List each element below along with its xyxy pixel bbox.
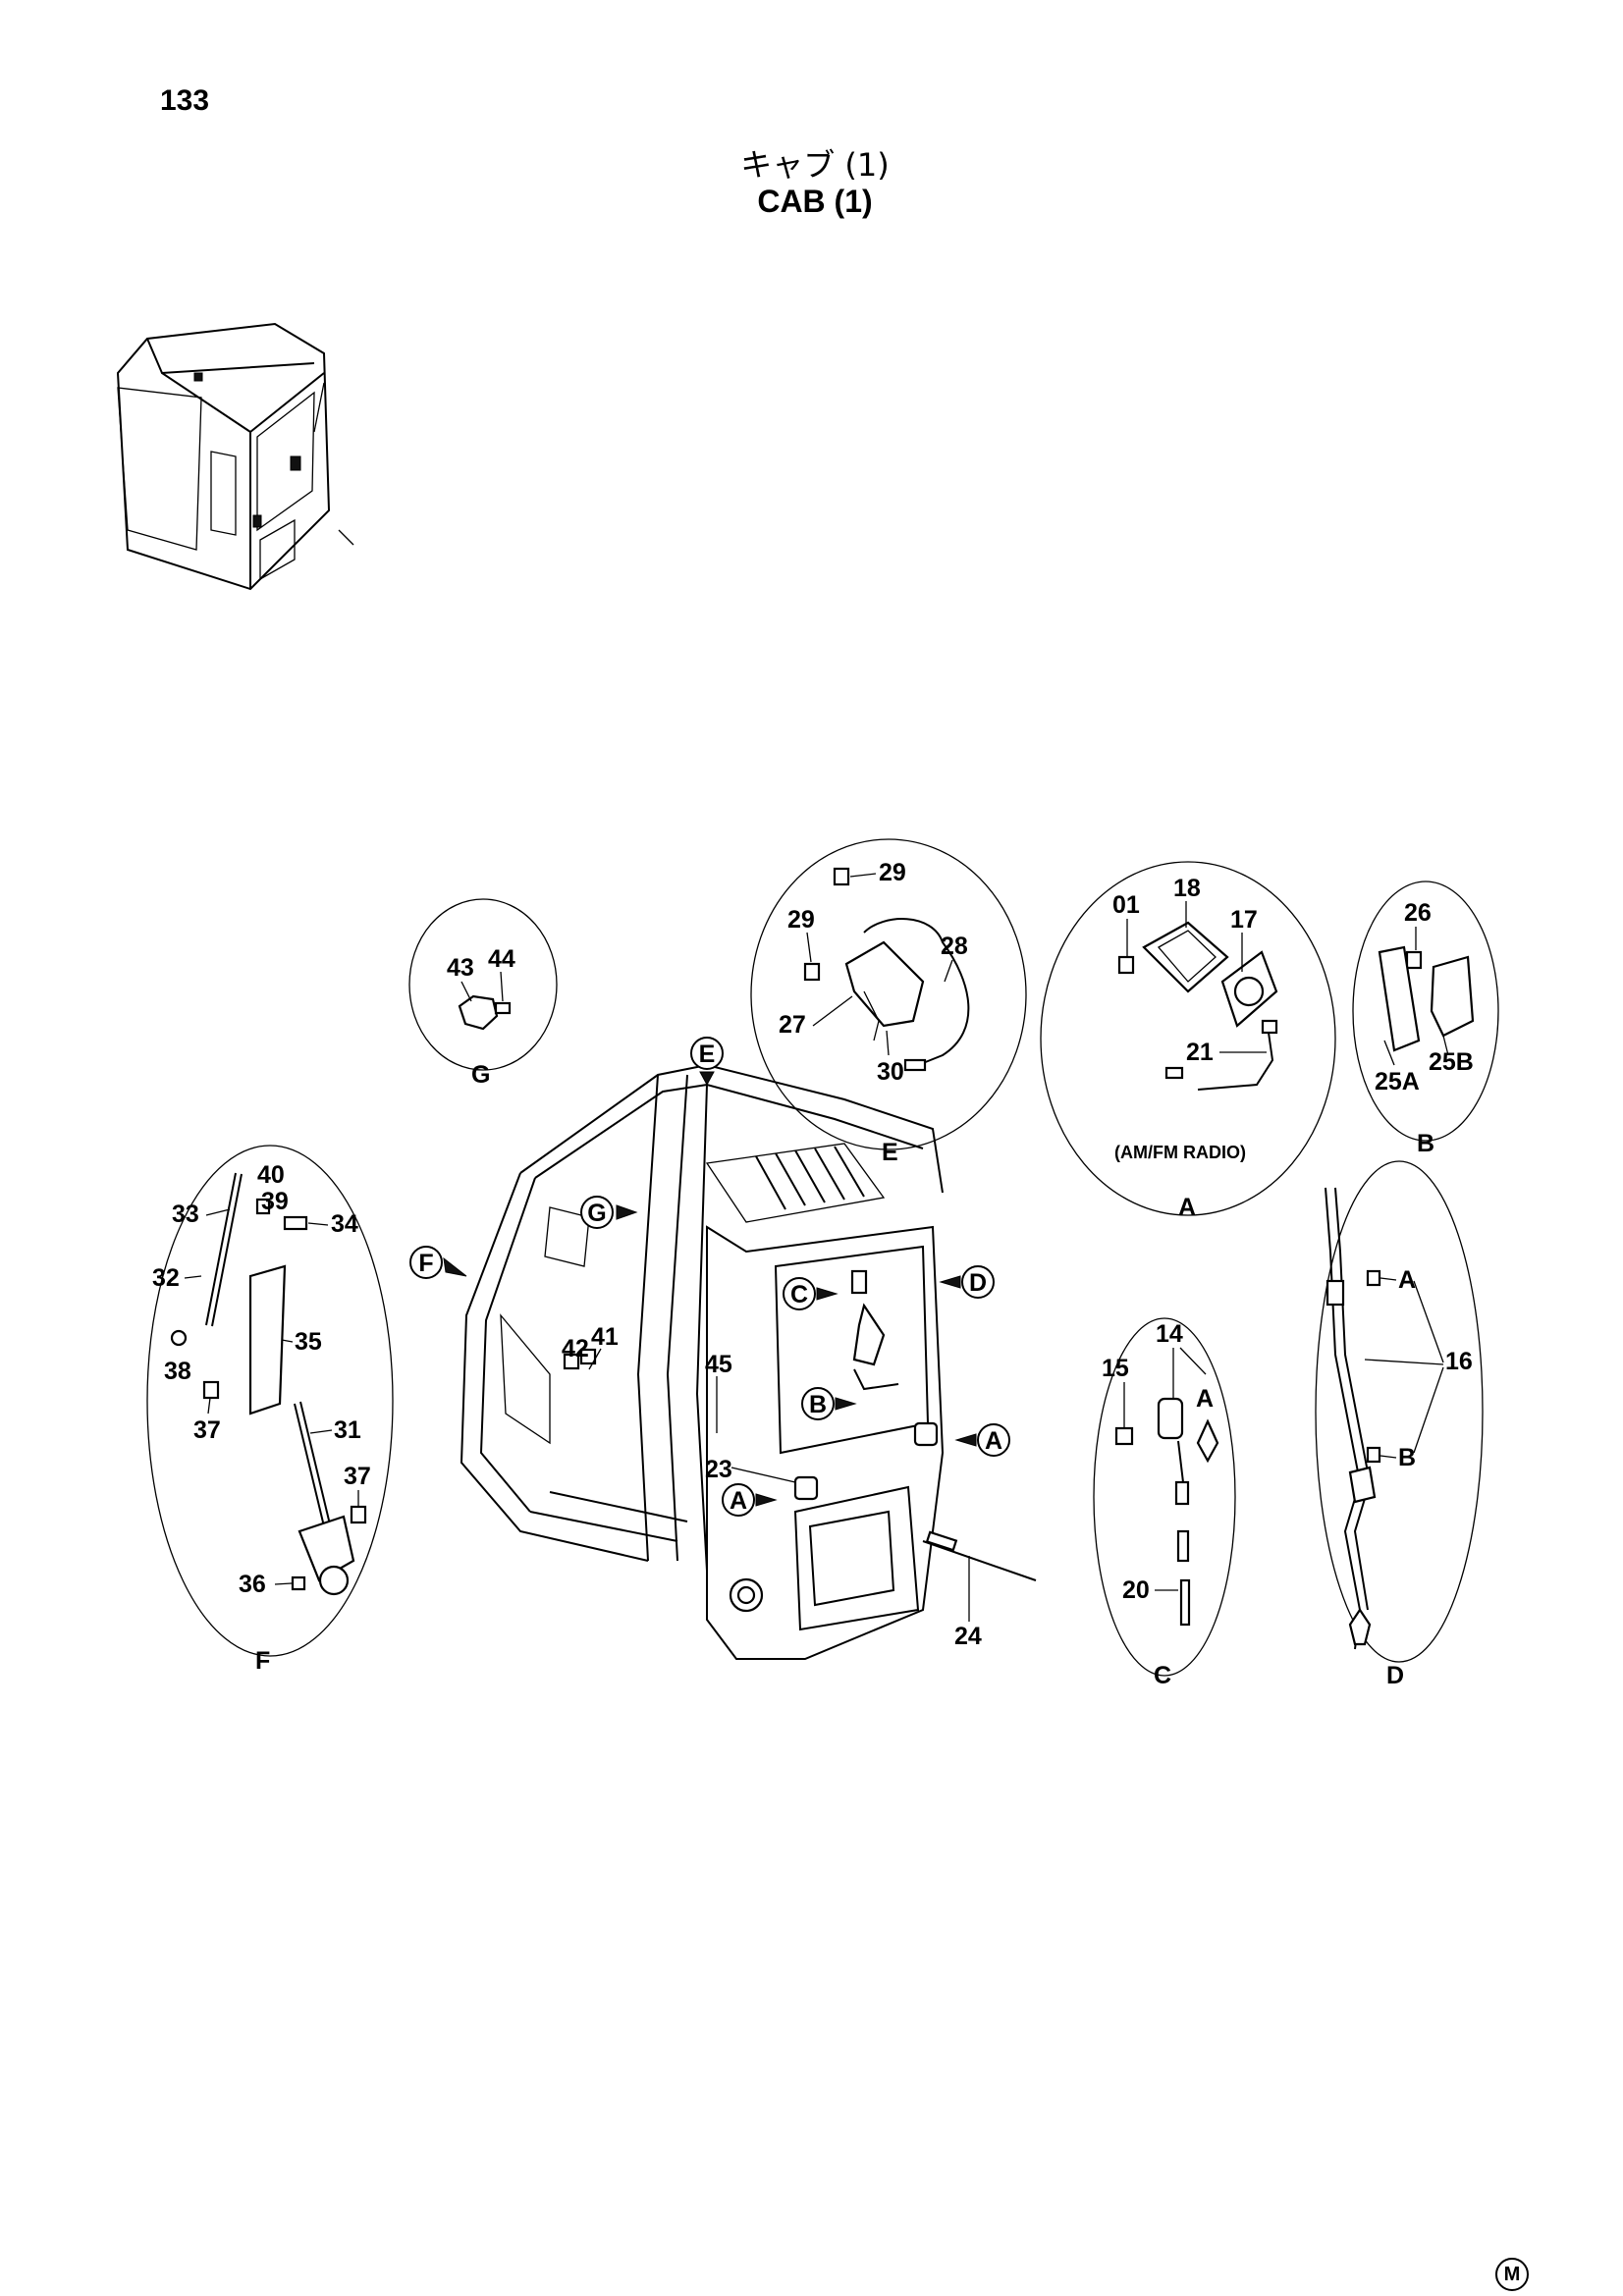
view-label-g: G [471, 1061, 490, 1089]
view-label-c: C [1154, 1662, 1171, 1689]
view-label-e: E [882, 1139, 898, 1166]
callout-37-upper: 37 [193, 1416, 221, 1444]
roof-vent-slats [705, 1143, 886, 1223]
callout-15: 15 [1102, 1355, 1129, 1382]
callout-29-left: 29 [787, 906, 815, 934]
svg-text:A: A [730, 1487, 747, 1515]
detail-view-c: 14 A 15 20 C [1093, 1317, 1236, 1689]
callout-b-d-marker: B [1398, 1444, 1416, 1471]
callout-20: 20 [1122, 1576, 1150, 1604]
callout-a-marker: A [1196, 1385, 1214, 1413]
callout-18: 18 [1173, 875, 1201, 902]
callout-36: 36 [239, 1571, 266, 1598]
callout-a-d-marker: A [1398, 1266, 1416, 1294]
callout-38: 38 [164, 1358, 191, 1385]
view-callout-e: E [690, 1037, 724, 1087]
callout-33: 33 [172, 1201, 199, 1228]
detail-view-a: 01 18 17 21 (AM/FM RADIO) A [1040, 861, 1336, 1221]
view-callout-a-front: A [954, 1423, 1010, 1457]
callout-42: 42 [562, 1335, 589, 1362]
svg-text:F: F [418, 1250, 433, 1277]
view-label-d: D [1386, 1662, 1404, 1689]
view-callout-g: G [580, 1196, 638, 1229]
view-callout-a-lower: A [722, 1483, 778, 1517]
svg-text:A: A [985, 1427, 1002, 1455]
svg-text:B: B [809, 1391, 827, 1418]
callout-44: 44 [488, 945, 515, 973]
callout-43: 43 [447, 954, 474, 982]
view-label-f: F [255, 1647, 270, 1675]
view-callout-f: F [409, 1246, 467, 1279]
view-callout-b: B [801, 1387, 857, 1420]
svg-text:E: E [699, 1041, 716, 1068]
corner-mark-badge: M [1495, 2258, 1529, 2291]
callout-24: 24 [954, 1623, 982, 1650]
callout-39: 39 [261, 1188, 289, 1215]
callout-01: 01 [1112, 891, 1140, 919]
cab-thumbnail [116, 322, 354, 591]
view-callout-c: C [783, 1277, 839, 1310]
detail-view-f: 40 39 33 34 32 35 38 37 31 37 36 F [146, 1145, 394, 1675]
callout-21: 21 [1186, 1039, 1214, 1066]
callout-32: 32 [152, 1264, 180, 1292]
detail-view-g: 43 44 G [408, 898, 558, 1089]
callout-27: 27 [779, 1011, 806, 1039]
view-label-a: A [1178, 1194, 1196, 1221]
callout-25a: 25A [1375, 1068, 1420, 1095]
callout-37-lower: 37 [344, 1463, 371, 1490]
detail-view-d: A 16 B D [1315, 1160, 1484, 1689]
page-title-japanese: キャブ (1) [740, 146, 890, 184]
callout-28: 28 [941, 933, 968, 960]
callout-35: 35 [295, 1328, 322, 1356]
callout-26: 26 [1404, 899, 1432, 927]
svg-text:C: C [790, 1281, 808, 1308]
callout-40: 40 [257, 1161, 285, 1189]
callout-17: 17 [1230, 906, 1258, 934]
page-number: 133 [160, 84, 210, 117]
note-am-fm-radio: (AM/FM RADIO) [1114, 1143, 1246, 1162]
main-cab-frame [460, 1063, 1037, 1660]
view-label-b: B [1417, 1130, 1434, 1157]
callout-23: 23 [705, 1456, 732, 1483]
callout-45: 45 [705, 1351, 732, 1378]
callout-14: 14 [1156, 1320, 1183, 1348]
callout-30: 30 [877, 1058, 904, 1086]
callout-34: 34 [331, 1210, 358, 1238]
callout-16: 16 [1445, 1348, 1473, 1375]
callout-31: 31 [334, 1416, 361, 1444]
callout-25b: 25B [1429, 1048, 1474, 1076]
callout-29-top: 29 [879, 859, 906, 886]
page-title-english: CAB (1) [757, 184, 873, 219]
detail-view-e: 29 29 28 27 30 E [750, 838, 1027, 1166]
callout-41: 41 [591, 1323, 619, 1351]
view-callout-d: D [939, 1265, 995, 1299]
svg-text:D: D [969, 1269, 987, 1297]
detail-view-b: 26 25A 25B B [1352, 881, 1499, 1157]
svg-text:G: G [587, 1200, 606, 1227]
